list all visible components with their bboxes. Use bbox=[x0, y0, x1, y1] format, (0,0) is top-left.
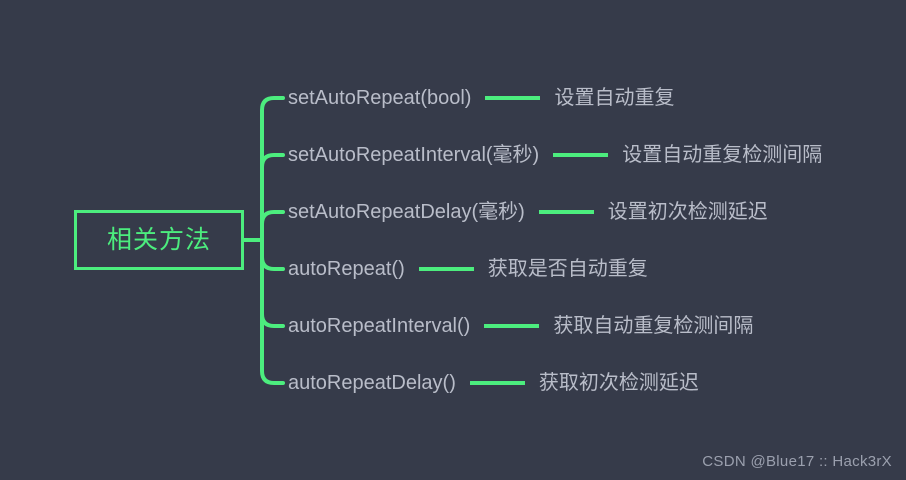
branch-row[interactable]: setAutoRepeatInterval(毫秒) 设置自动重复检测间隔 bbox=[288, 140, 822, 170]
branch-row[interactable]: autoRepeatInterval() 获取自动重复检测间隔 bbox=[288, 311, 753, 341]
branch-row[interactable]: setAutoRepeat(bool) 设置自动重复 bbox=[288, 83, 674, 113]
branch-dash-line bbox=[418, 267, 474, 271]
branch-row[interactable]: setAutoRepeatDelay(毫秒) 设置初次检测延迟 bbox=[288, 197, 768, 227]
branch-dash-line bbox=[553, 153, 609, 157]
branch-row[interactable]: autoRepeatDelay() 获取初次检测延迟 bbox=[288, 368, 699, 398]
branch-method-label: autoRepeat() bbox=[288, 258, 405, 280]
branch-row[interactable]: autoRepeat() 获取是否自动重复 bbox=[288, 254, 648, 284]
branch-dash-line bbox=[538, 210, 594, 214]
branch-method-label: autoRepeatDelay() bbox=[288, 372, 456, 394]
root-node[interactable]: 相关方法 bbox=[74, 210, 244, 270]
branch-description-label: 获取自动重复检测间隔 bbox=[553, 315, 754, 337]
branch-dash-line bbox=[484, 324, 540, 328]
branch-method-label: setAutoRepeatInterval(毫秒) bbox=[288, 144, 540, 166]
branch-description-label: 设置初次检测延迟 bbox=[607, 201, 768, 223]
branch-dash-line bbox=[469, 381, 525, 385]
branch-dash-line bbox=[485, 96, 541, 100]
branch-method-label: setAutoRepeat(bool) bbox=[288, 87, 472, 109]
branch-method-label: setAutoRepeatDelay(毫秒) bbox=[288, 201, 525, 223]
root-node-label: 相关方法 bbox=[106, 225, 211, 254]
branch-description-label: 设置自动重复 bbox=[554, 87, 675, 109]
watermark-text: CSDN @Blue17 :: Hack3rX bbox=[702, 453, 892, 470]
branch-description-label: 获取初次检测延迟 bbox=[538, 372, 699, 394]
branch-description-label: 获取是否自动重复 bbox=[487, 258, 648, 280]
branch-description-label: 设置自动重复检测间隔 bbox=[622, 144, 823, 166]
branch-method-label: autoRepeatInterval() bbox=[288, 315, 471, 337]
